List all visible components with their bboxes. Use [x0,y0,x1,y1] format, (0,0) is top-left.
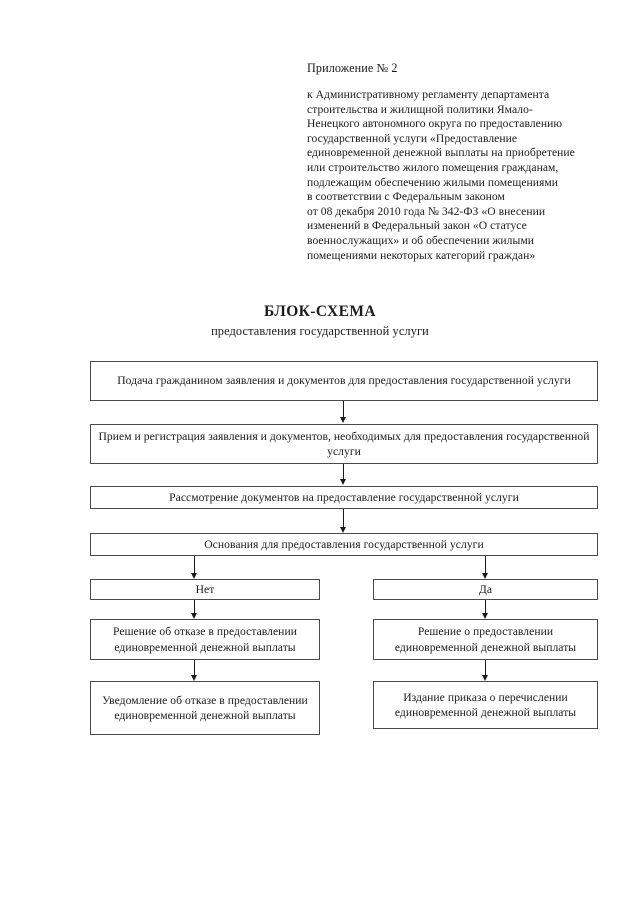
flow-node-label: Подача гражданином заявления и документо… [117,374,571,388]
flow-node-notice-refusal: Уведомление об отказе в предоставлении е… [90,681,320,735]
reference-line: строительства и жилищной политики Ямало- [307,102,533,116]
arrowhead-icon [340,479,346,485]
flow-node-order-transfer: Издание приказа о перечислении единоврем… [373,681,598,729]
connector-yes-to-grant [485,600,486,616]
flow-node-registration: Прием и регистрация заявления и документ… [90,424,598,464]
page-subtitle: предоставления государственной услуги [211,324,429,338]
flow-node-label: Издание приказа о перечислении единоврем… [394,690,577,719]
flow-node-decision-grant: Решение о предоставлении единовременной … [373,619,598,660]
flow-node-branch-yes: Да [373,579,598,600]
arrowhead-icon [482,613,488,619]
flow-node-label: Рассмотрение документов на предоставлени… [169,490,519,504]
reference-line: военнослужащих» и об обеспечении жилыми [307,233,534,247]
flow-node-branch-no: Нет [90,579,320,600]
arrowhead-icon [191,675,197,681]
flow-node-submission: Подача гражданином заявления и документо… [90,361,598,401]
reference-line: Ненецкого автономного округа по предоста… [307,117,563,131]
connector-submission-to-registration [343,401,344,420]
connector-grant-to-order [485,660,486,678]
reference-line: государственной услуги «Предоставление [307,131,518,145]
header-reference-note: Приложение № 2 к Административному регла… [307,60,607,263]
reference-line: изменений в Федеральный закон «О статусе [307,219,527,233]
flow-node-decision-refusal: Решение об отказе в предоставлении едино… [90,619,320,660]
arrowhead-icon [191,613,197,619]
arrowhead-icon [340,417,346,423]
reference-line: единовременной денежной выплаты на приоб… [307,146,575,160]
connector-review-to-grounds [343,509,344,530]
flow-node-label: Решение о предоставлении единовременной … [394,625,577,654]
connector-grounds-to-no [194,556,195,576]
flow-node-label: Прием и регистрация заявления и документ… [98,429,590,458]
reference-line: от 08 декабря 2010 года № 342-ФЗ «О внес… [307,204,546,218]
reference-line: в соответствии с Федеральным законом [307,190,505,204]
appendix-label: Приложение № 2 [307,61,398,75]
flow-node-label: Основания для предоставления государстве… [204,537,484,551]
flow-node-review: Рассмотрение документов на предоставлени… [90,486,598,509]
reference-line: или строительство жилого помещения гражд… [307,160,559,174]
reference-line: к Административному регламенту департаме… [307,88,550,101]
page-title: БЛОК-СХЕМА [263,303,376,320]
connector-registration-to-review [343,464,344,482]
reference-line: подлежащим обеспечению жилыми помещениям… [307,175,559,189]
arrowhead-icon [340,527,346,533]
connector-no-to-refusal [194,600,195,616]
flow-node-grounds: Основания для предоставления государстве… [90,533,598,556]
flow-node-label: Уведомление об отказе в предоставлении е… [102,693,308,722]
reference-line: помещениями некоторых категорий граждан» [307,248,536,262]
arrowhead-icon [482,675,488,681]
arrowhead-icon [191,573,197,579]
connector-refusal-to-notice [194,660,195,678]
flow-node-label: Да [478,582,493,596]
flow-node-label: Решение об отказе в предоставлении едино… [113,625,297,654]
flow-node-label: Нет [195,582,215,596]
connector-grounds-to-yes [485,556,486,576]
arrowhead-icon [482,573,488,579]
reference-text: к Административному регламенту департаме… [307,88,607,263]
